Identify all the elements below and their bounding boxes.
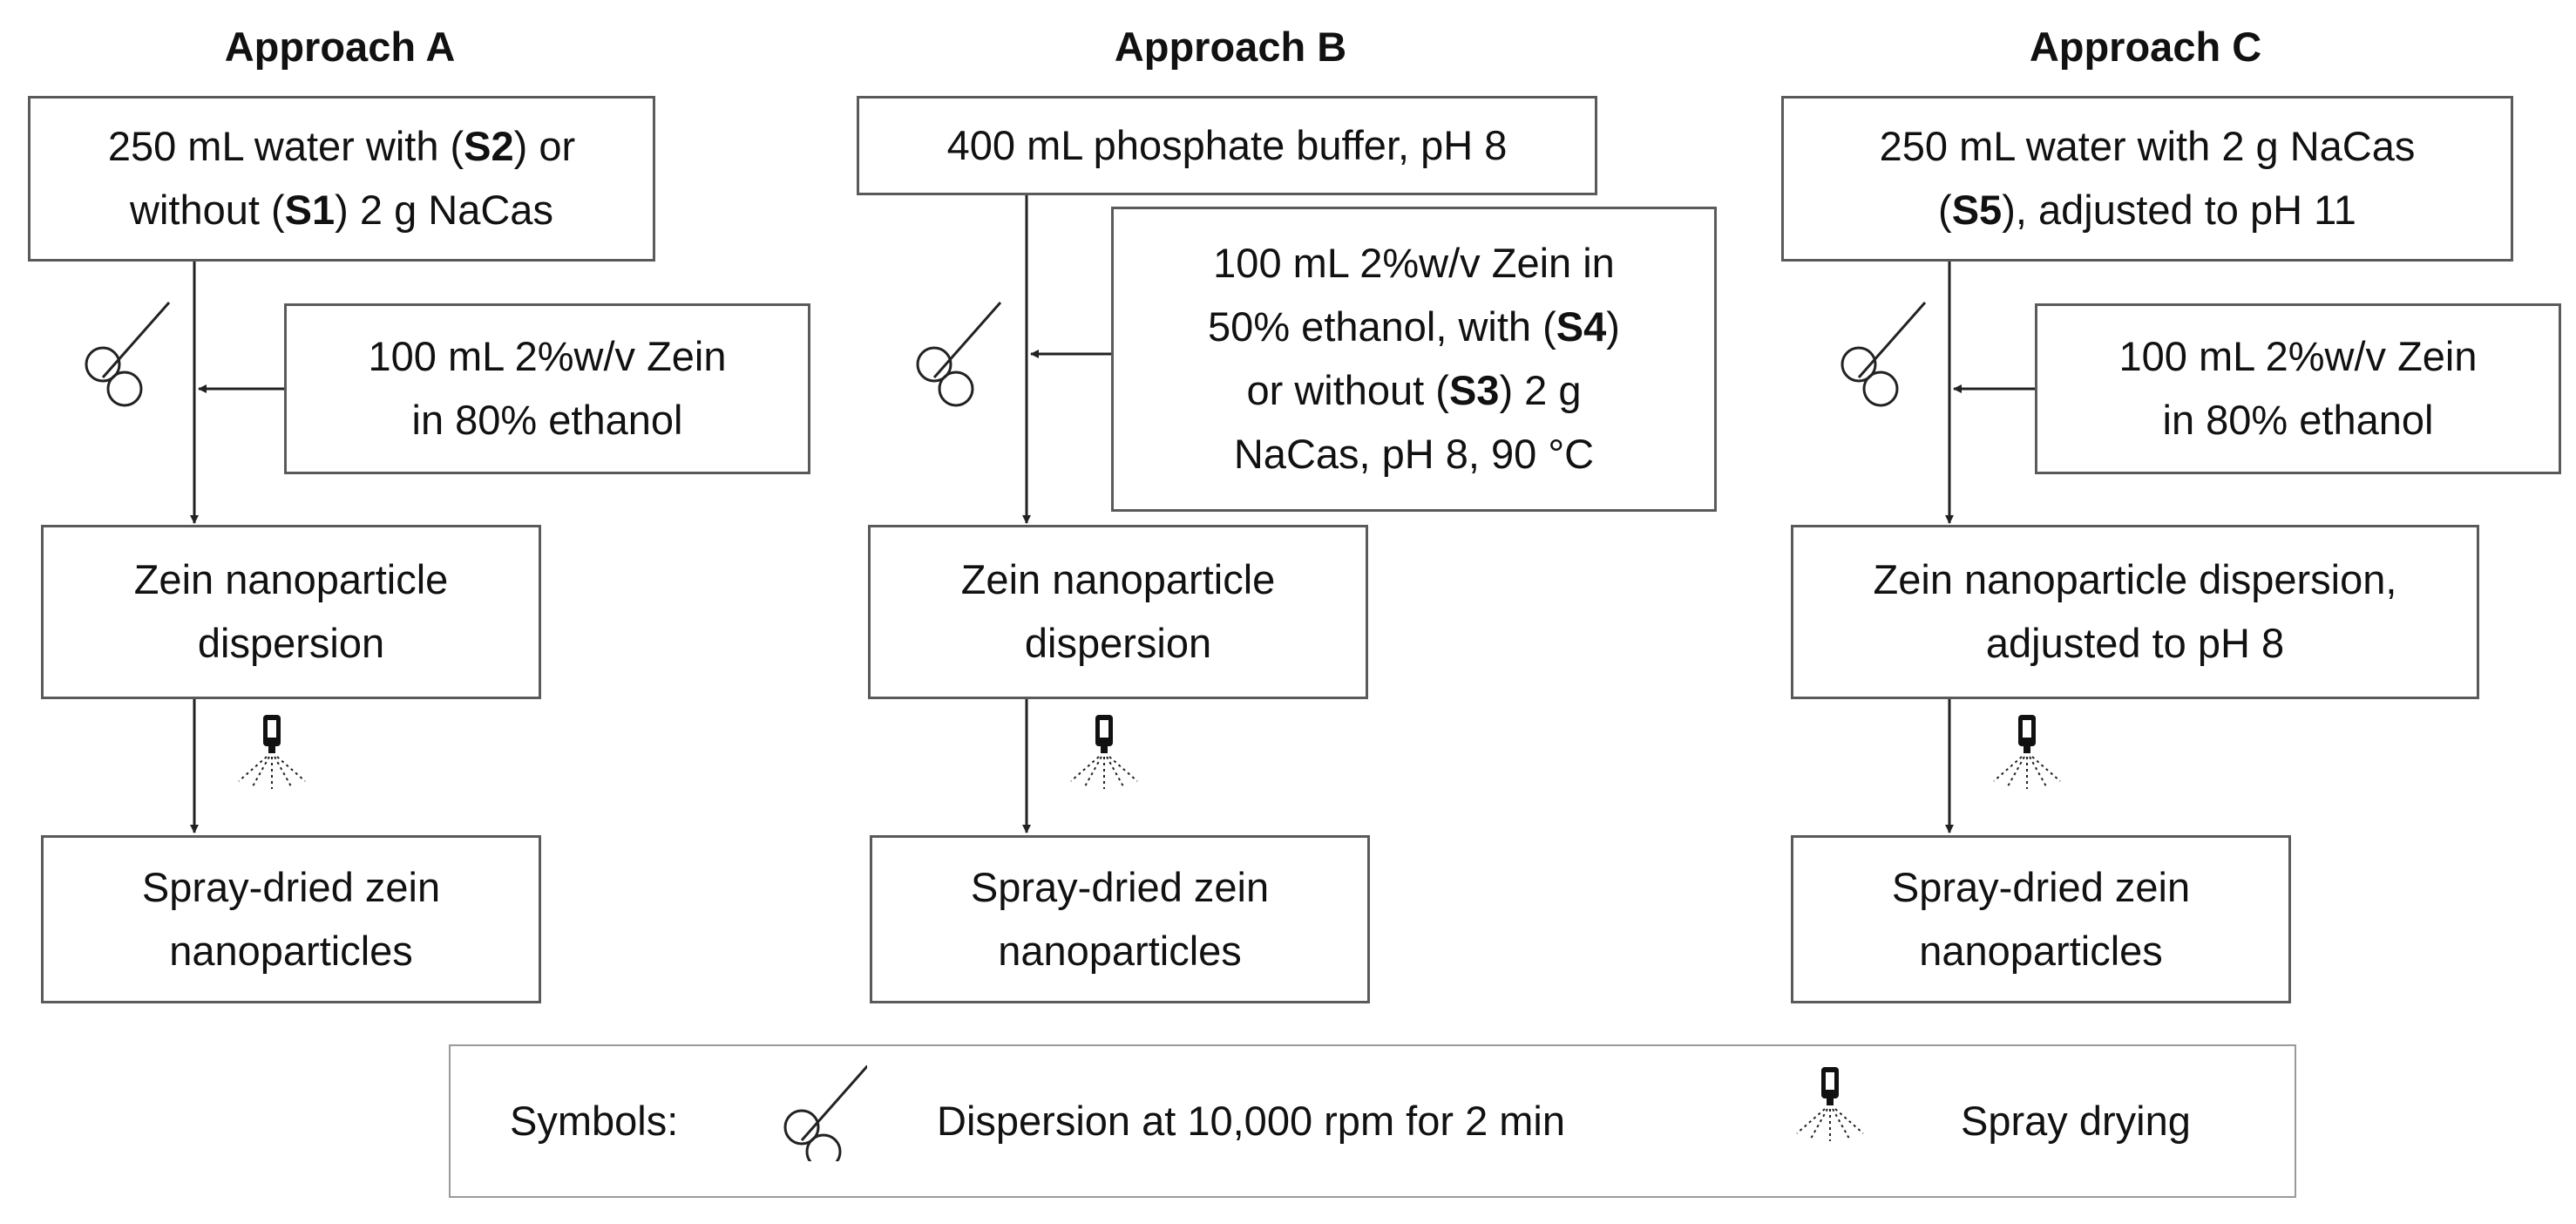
spray-nozzle-icon: [1070, 715, 1138, 789]
approach-c-zein-box: 100 mL 2%w/v Zein in 80% ethanol: [2035, 303, 2561, 474]
text-segment: ) 2 g NaCas, pH 8, 90 °C: [1233, 367, 1595, 477]
approach-c-start-box: 250 mL water with 2 g NaCas (S5), adjust…: [1781, 96, 2513, 262]
homogenizer-icon: [1840, 302, 1927, 407]
approach-a-start-box: 250 mL water with (S2) or without (S1) 2…: [28, 96, 655, 262]
text-segment: 100 mL 2%w/v Zein in 50% ethanol, with (: [1208, 240, 1615, 350]
approach-c-title: Approach C: [2029, 24, 2262, 70]
approach-a-title: Approach A: [224, 24, 456, 70]
legend-spray-desc: Spray drying: [1961, 1098, 2191, 1144]
approach-b-start-text: 400 mL phosphate buffer, pH 8: [946, 121, 1508, 168]
approach-a-final-box: Spray-dried zein nanoparticles: [41, 835, 541, 1003]
sample-code: S5: [1951, 187, 2003, 233]
approach-a-final-text: Spray-dried zein nanoparticles: [141, 863, 441, 974]
legend-label: Symbols:: [510, 1098, 679, 1144]
sample-code: S3: [1448, 367, 1500, 413]
approach-b-start-box: 400 mL phosphate buffer, pH 8: [857, 96, 1597, 195]
approach-c-final-box: Spray-dried zein nanoparticles: [1791, 835, 2291, 1003]
text-segment: ) or without (: [130, 123, 576, 233]
approach-a-zein-box: 100 mL 2%w/v Zein in 80% ethanol: [284, 303, 810, 474]
approach-b-final-text: Spray-dried zein nanoparticles: [970, 863, 1270, 974]
approach-b-title: Approach B: [1114, 24, 1347, 70]
approach-c-zein-text: 100 mL 2%w/v Zein in 80% ethanol: [2118, 333, 2478, 443]
sample-code: S2: [464, 123, 514, 170]
approach-c-dispersion-text: Zein nanoparticle dispersion, adjusted t…: [1873, 556, 2397, 666]
legend-dispersion-desc: Dispersion at 10,000 rpm for 2 min: [937, 1098, 1565, 1144]
spray-nozzle-icon: [1796, 1067, 1864, 1141]
spray-nozzle-icon: [1993, 715, 2061, 789]
sample-code: S4: [1556, 303, 1607, 350]
approach-b-dispersion-text: Zein nanoparticle dispersion: [960, 556, 1276, 666]
text-segment: ), adjusted to pH 11: [2002, 187, 2356, 233]
approach-c-dispersion-box: Zein nanoparticle dispersion, adjusted t…: [1791, 525, 2479, 699]
box-text: 250 mL water with (S2) or without (S1) 2…: [108, 115, 575, 242]
text-segment: ) 2 g NaCas: [335, 187, 553, 233]
spray-nozzle-icon: [238, 715, 306, 789]
box-text: 100 mL 2%w/v Zein in 50% ethanol, with (…: [1208, 232, 1620, 486]
homogenizer-icon: [916, 302, 1002, 407]
approach-c-final-text: Spray-dried zein nanoparticles: [1891, 863, 2191, 974]
text-segment: ) or without (: [1246, 303, 1620, 413]
sample-code: S1: [284, 187, 336, 233]
approach-b-zein-box: 100 mL 2%w/v Zein in 50% ethanol, with (…: [1111, 207, 1717, 512]
approach-a-dispersion-text: Zein nanoparticle dispersion: [133, 556, 449, 666]
box-text: 250 mL water with 2 g NaCas (S5), adjust…: [1880, 115, 2416, 242]
symbols-legend: [449, 1044, 2296, 1198]
approach-b-final-box: Spray-dried zein nanoparticles: [870, 835, 1370, 1003]
approach-a-dispersion-box: Zein nanoparticle dispersion: [41, 525, 541, 699]
approach-a-zein-text: 100 mL 2%w/v Zein in 80% ethanol: [368, 333, 727, 443]
text-segment: 250 mL water with 2 g NaCas (: [1879, 123, 2416, 233]
homogenizer-icon: [85, 302, 171, 407]
approach-b-dispersion-box: Zein nanoparticle dispersion: [868, 525, 1368, 699]
text-segment: 250 mL water with (: [107, 123, 464, 170]
homogenizer-icon: [783, 1065, 867, 1161]
